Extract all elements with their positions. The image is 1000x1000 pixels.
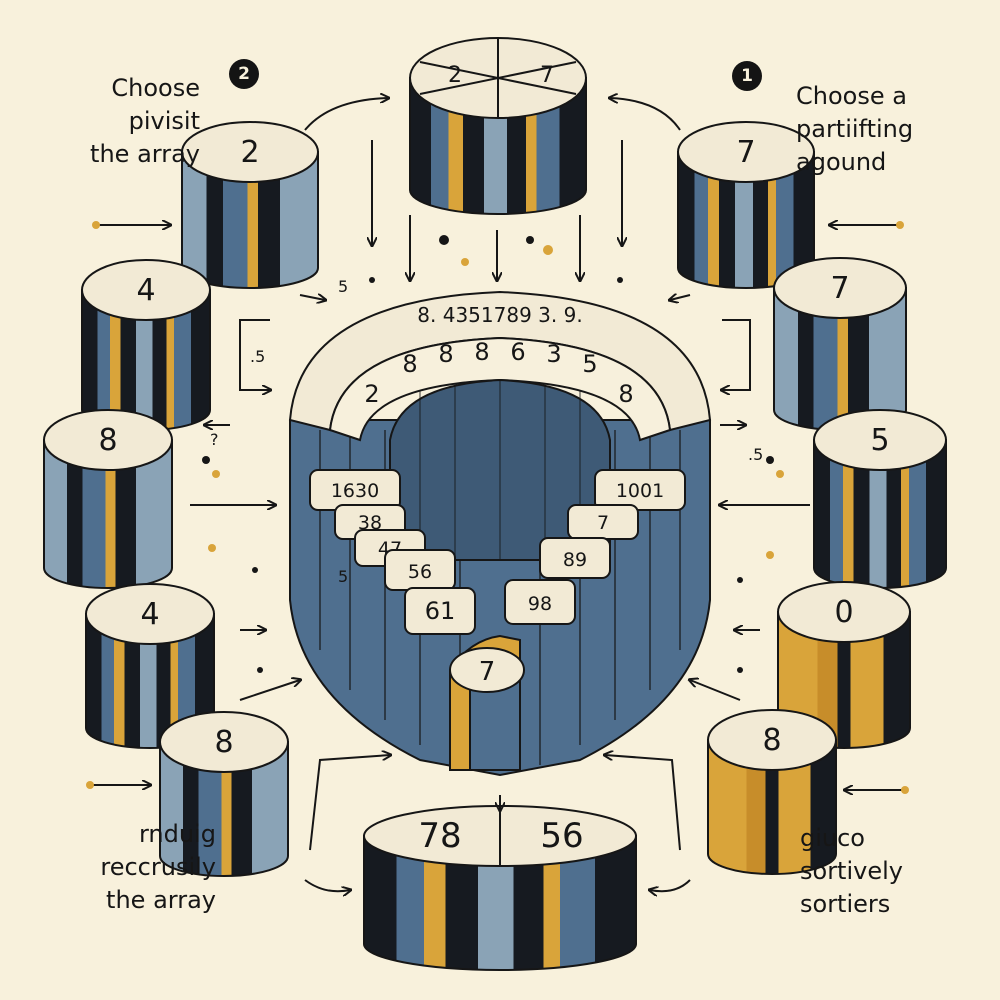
ring-front-piece: 7 [449, 634, 525, 771]
cylinder-bottom-center-value-2: 56 [540, 816, 583, 856]
ring-outer-text: 8. 4351789 3. 9. [417, 303, 582, 327]
cylinder-right-1: 7 [677, 121, 815, 289]
cylinder-top-center: 2 7 [409, 37, 587, 215]
floating-mark: 5 [338, 277, 348, 296]
cylinder-left-1: 2 [181, 121, 319, 289]
ring-inner-left-value: 56 [408, 561, 432, 583]
cylinder-right-4: 0 [777, 581, 911, 749]
cylinder-left-4: 4 [85, 583, 215, 749]
cylinder-left-2: 4 [81, 259, 211, 431]
flow-arrows [90, 98, 905, 891]
floating-mark: ? [210, 430, 219, 449]
cylinder-left-2-value: 4 [136, 273, 155, 308]
ring-middle-digit: 8 [402, 350, 417, 378]
cylinder-right-4-value: 0 [834, 595, 853, 630]
ring-middle-digits: 2 8 8 8 6 3 5 8 [364, 338, 633, 408]
ring-inner-left-value: 38 [358, 512, 382, 534]
ring-inner-left-value: 61 [425, 597, 456, 625]
cylinder-left-5-value: 8 [214, 725, 233, 760]
ring-inner-left-value: 1630 [331, 480, 379, 502]
cylinder-top-center-value-1: 2 [448, 63, 462, 88]
ring-inner-right: 1001 7 89 98 [504, 469, 686, 625]
step-badge-right: 1 [732, 61, 762, 91]
cylinder-right-2: 7 [773, 257, 907, 431]
step-badge-left: 2 [229, 59, 259, 89]
ring-middle-digit: 8 [474, 338, 489, 366]
cylinder-left-4-value: 4 [140, 597, 159, 632]
ring-middle-digit: 2 [364, 380, 379, 408]
cylinder-right-5: 8 [707, 709, 837, 875]
cylinder-left-3-value: 8 [98, 423, 117, 458]
ring-inner-right-value: 1001 [616, 480, 664, 502]
floating-marks: .5 5 .5 ? 5 [210, 277, 763, 586]
label-bottom-left: rnduig reccrusily the array [100, 820, 216, 914]
ring-inner-right-value: 7 [597, 512, 609, 534]
ring-inner-right-value: 89 [563, 549, 587, 571]
cylinder-right-3: 5 [813, 409, 947, 589]
cylinder-left-3: 8 [43, 409, 173, 589]
ring-middle-digit: 5 [582, 350, 597, 378]
ring-front-piece-value: 7 [479, 657, 496, 687]
ring-middle-digit: 8 [618, 380, 633, 408]
floating-mark: .5 [250, 347, 265, 366]
ring-middle-digit: 8 [438, 340, 453, 368]
cylinder-right-3-value: 5 [870, 423, 889, 458]
cylinder-left-1-value: 2 [240, 135, 259, 170]
label-top-right: Choose a partiifting agound [796, 82, 914, 176]
ring-middle-digit: 6 [510, 338, 525, 366]
cylinder-top-center-value-2: 7 [540, 63, 554, 88]
ring-inner-left: 1630 38 47 56 61 [309, 469, 476, 635]
decorative-dots [86, 221, 909, 794]
cylinder-right-1-value: 7 [736, 135, 755, 170]
ring-middle-digit: 3 [546, 340, 561, 368]
cylinder-bottom-center-value-1: 78 [418, 816, 461, 856]
central-array-ring: 8. 4351789 3. 9. 2 8 8 8 6 3 5 8 1630 38… [288, 290, 712, 777]
floating-mark: .5 [748, 445, 763, 464]
cylinder-bottom-center: 78 56 [363, 805, 637, 971]
label-top-left: Choose pivisit the array [90, 74, 200, 168]
label-bottom-right: giuco sortively sortiers [800, 824, 903, 918]
floating-mark: 5 [338, 567, 348, 586]
cylinder-left-5: 8 [159, 711, 289, 877]
ring-inner-right-value: 98 [528, 593, 552, 615]
cylinder-right-5-value: 8 [762, 723, 781, 758]
cylinder-right-2-value: 7 [830, 271, 849, 306]
